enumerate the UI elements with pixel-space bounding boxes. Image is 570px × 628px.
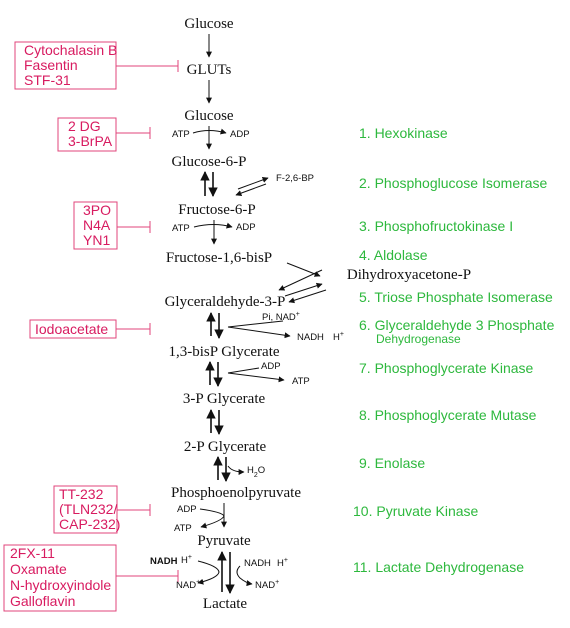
cofactor-nad-left: NAD+ (176, 579, 200, 591)
enzyme-gapdh: 6. Glyceraldehyde 3 Phosphate (359, 317, 555, 333)
enzyme-triose-phosphate-isomerase: 5. Triose Phosphate Isomerase (359, 289, 553, 305)
metabolite-phosphoenolpyruvate: Phosphoenolpyruvate (171, 485, 301, 501)
metabolite-pyruvate: Pyruvate (197, 533, 251, 549)
cofactor-h-plus-1: H+ (333, 331, 344, 343)
cofactor-nad-right: NAD+ (255, 579, 279, 591)
inhibitor-oxamate: Oxamate (10, 561, 67, 577)
inhibitor-cytochalasin-b: Cytochalasin B (24, 42, 117, 58)
cofactor-h-plus-left: H+ (181, 554, 192, 566)
inhibitor-2dg: 2 DG (68, 118, 101, 134)
cofactor-nadh-1: NADH (297, 332, 324, 343)
cofactor-adp-4: ADP (177, 504, 197, 515)
enzyme-pyruvate-kinase: 10. Pyruvate Kinase (353, 503, 479, 519)
inhibitor-stf-31: STF-31 (24, 72, 71, 88)
enzyme-phosphoglycerate-kinase: 7. Phosphoglycerate Kinase (359, 360, 534, 376)
cofactor-f-2-6-bp: F-2,6-BP (276, 173, 314, 184)
inhibitor-box-gluts: Cytochalasin B Fasentin STF-31 (14, 41, 179, 90)
cofactor-nadh-left: NADH (150, 556, 178, 567)
metabolite-gluts: GLUTs (187, 62, 232, 78)
cofactor-pi-nad: Pi, NAD+ (262, 311, 300, 323)
cofactor-nadh-right: NADH (244, 558, 271, 569)
enzyme-aldolase: 4. Aldolase (359, 247, 428, 263)
inhibitor-tt-232: TT-232 (59, 486, 104, 502)
arrow-atp-output-3 (227, 372, 285, 383)
line-pi-nad-input (227, 320, 284, 328)
metabolite-3-p-glycerate: 3-P Glycerate (183, 391, 266, 407)
enzyme-lactate-dehydrogenase: 11. Lactate Dehydrogenase (353, 559, 524, 575)
metabolite-glucose-6-p: Glucose-6-P (172, 154, 247, 170)
arrow-nadh-output (227, 326, 291, 339)
arrow-atp-to-adp-1 (192, 128, 227, 135)
enzyme-gapdh-line2: Dehydrogenase (376, 332, 461, 346)
enzyme-hexokinase: 1. Hexokinase (359, 125, 448, 141)
inhibitor-yn1: YN1 (83, 232, 110, 248)
cofactor-water: H2O (247, 465, 265, 479)
cofactor-adp-2: ADP (236, 222, 256, 233)
cofactor-atp-4: ATP (174, 523, 192, 534)
cofactor-atp-2: ATP (172, 223, 190, 234)
arrow-f16bp-to-dhap (286, 262, 321, 277)
inhibitor-box-gapdh: Iodoacetate (29, 319, 151, 339)
metabolite-glucose: Glucose (184, 108, 233, 124)
inhibitor-box-ldh: 2FX-11 Oxamate N-hydroxyindole Galloflav… (3, 544, 179, 612)
cofactor-atp-1: ATP (172, 129, 190, 140)
metabolite-2-p-glycerate: 2-P Glycerate (184, 439, 267, 455)
inhibitor-3po: 3PO (83, 202, 111, 218)
enzyme-phosphoglycerate-mutase: 8. Phosphoglycerate Mutase (359, 407, 537, 423)
inhibitor-box-pyruvate-kinase: TT-232 (TLN232/ CAP-232) (53, 485, 151, 534)
metabolite-1-3-bisp-glycerate: 1,3-bisP Glycerate (168, 344, 279, 360)
inhibitor-tln232: (TLN232/ (59, 501, 117, 517)
inhibitor-box-hexokinase: 2 DG 3-BrPA (57, 117, 151, 152)
arrow-g3p-to-dhap (284, 282, 323, 297)
inhibitor-n4a: N4A (83, 217, 111, 233)
enzyme-phosphoglucose-isomerase: 2. Phosphoglucose Isomerase (359, 175, 548, 191)
arrow-atp-to-adp-2 (193, 222, 233, 229)
metabolite-dihydroxyacetone-p: Dihydroxyacetone-P (347, 267, 471, 283)
cofactor-adp-3: ADP (261, 361, 281, 372)
arrow-nadh-to-nad-right (236, 565, 253, 587)
enzyme-phosphofructokinase: 3. Phosphofructokinase I (359, 218, 513, 234)
arrow-f26bp-regulation-fwd (237, 177, 269, 190)
arrow-water-output (227, 465, 245, 475)
inhibitor-box-pfk: 3PO N4A YN1 (73, 201, 151, 250)
arrow-adp-to-atp-4 (199, 508, 225, 529)
arrow-nadh-to-nad-left (197, 560, 220, 585)
line-adp-input-3 (227, 367, 260, 374)
inhibitor-cap-232: CAP-232) (59, 516, 120, 532)
arrow-f26bp-regulation-rev (235, 183, 267, 196)
inhibitor-iodoacetate: Iodoacetate (35, 321, 108, 337)
metabolite-fructose-6-p: Fructose-6-P (178, 202, 256, 218)
enzyme-enolase: 9. Enolase (359, 455, 425, 471)
inhibitor-2fx-11: 2FX-11 (10, 545, 55, 561)
inhibitor-n-hydroxyindole: N-hydroxyindole (10, 577, 111, 593)
metabolite-glucose-extracellular: Glucose (184, 16, 233, 32)
arrow-dhap-to-g3p (288, 289, 327, 304)
inhibitor-galloflavin: Galloflavin (10, 593, 75, 609)
cofactor-atp-3: ATP (292, 376, 310, 387)
metabolite-fructose-1-6-bisp: Fructose-1,6-bisP (166, 250, 272, 266)
cofactor-h-plus-right: H+ (277, 557, 288, 569)
metabolite-glyceraldehyde-3-p: Glyceraldehyde-3-P (165, 294, 286, 310)
inhibitor-fasentin: Fasentin (24, 57, 78, 73)
cofactor-adp-1: ADP (230, 129, 250, 140)
arrow-f16bp-to-g3p (278, 269, 323, 291)
metabolite-lactate: Lactate (203, 596, 247, 612)
inhibitor-3-brpa: 3-BrPA (68, 133, 113, 149)
